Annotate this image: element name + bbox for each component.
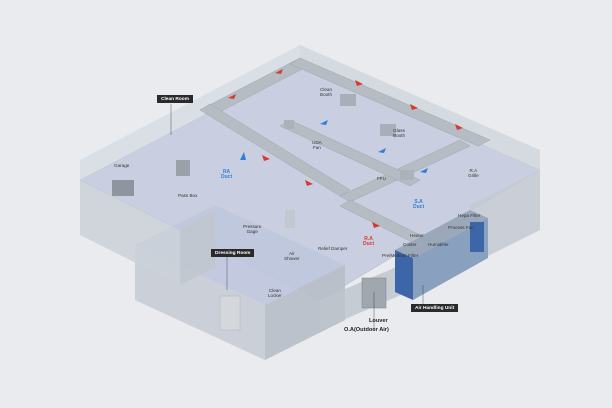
glass-booth-label: Glass Booth xyxy=(393,128,406,139)
pre-medium-filter-label: Pre/Medium Filter xyxy=(382,253,419,258)
duct-network xyxy=(199,57,491,242)
clean-locker-label: Clean Locker xyxy=(268,288,282,299)
clean-booth-label: Clean Booth xyxy=(320,87,333,98)
return-arrow xyxy=(410,104,418,110)
duct-to-ahu xyxy=(339,199,421,242)
pass-box-label: Pass Box xyxy=(178,193,198,198)
supply-arrow xyxy=(240,152,246,160)
garage-label: Garage xyxy=(114,163,130,168)
cooler-label: Cooler xyxy=(403,242,417,247)
hepa-filter-box xyxy=(470,222,484,252)
ahu-side xyxy=(413,218,488,300)
clean-booth xyxy=(340,94,356,106)
ffu-label: FFU xyxy=(377,176,386,181)
return-arrow xyxy=(305,180,313,186)
heater-label: Heater xyxy=(410,233,424,238)
equipment xyxy=(112,94,488,331)
garage-rack xyxy=(112,180,134,196)
pressure-gage-label: Pressure Gage xyxy=(243,224,262,235)
back-left-wall xyxy=(80,45,300,180)
supply-arrow xyxy=(420,168,428,173)
return-arrow xyxy=(372,222,380,228)
humidifier-label: Humidifier xyxy=(428,242,449,247)
process-fan-label: Process Fan xyxy=(448,225,474,230)
ffu-box xyxy=(400,170,414,180)
return-arrow xyxy=(355,80,363,86)
ra-duct-left-label: RA Duct xyxy=(221,169,233,181)
clean-room-tag: Clean Room xyxy=(157,95,193,103)
sa-duct-label: S.A Duct xyxy=(413,199,425,211)
dressing-room-side-wall xyxy=(265,265,345,360)
return-arrow xyxy=(262,155,270,161)
pass-box xyxy=(176,160,190,176)
duct-middle xyxy=(279,119,421,187)
uda-fan-label: UDA Fan xyxy=(312,140,322,151)
supply-arrow xyxy=(320,120,328,125)
duct-back-right xyxy=(289,57,491,147)
hepa-filter-label: Hepa Filter xyxy=(458,213,481,218)
dressing-room-tag: Dressing Room xyxy=(211,249,255,257)
supply-air-arrows xyxy=(240,120,428,173)
duct-diagonal-left xyxy=(199,103,351,197)
return-air-arrows xyxy=(228,69,463,228)
garage-front-wall xyxy=(80,180,180,285)
ahu-front xyxy=(395,250,413,300)
garage-side-wall xyxy=(180,210,215,285)
ahu-top xyxy=(395,210,488,258)
ra-grille-label: R.A Grille xyxy=(468,168,479,179)
oa-label: O.A(Outdoor Air) xyxy=(344,327,389,333)
return-arrow xyxy=(275,69,283,74)
glass-booth xyxy=(380,124,396,136)
air-shower-label: Air Shower xyxy=(284,251,300,262)
clean-locker xyxy=(219,295,241,331)
louver-label: Louver xyxy=(369,318,388,324)
supply-arrow xyxy=(378,148,386,153)
ahu-tag: Air Handling Unit xyxy=(411,304,459,312)
leader-lines xyxy=(170,104,424,330)
air-shower xyxy=(285,210,295,228)
relief-damper-label: Relief Damper xyxy=(318,246,348,251)
uda-fan xyxy=(284,120,294,129)
ra-duct-center-label: R.A Duct xyxy=(363,236,375,248)
return-arrow xyxy=(228,94,236,99)
return-arrow xyxy=(455,124,463,130)
